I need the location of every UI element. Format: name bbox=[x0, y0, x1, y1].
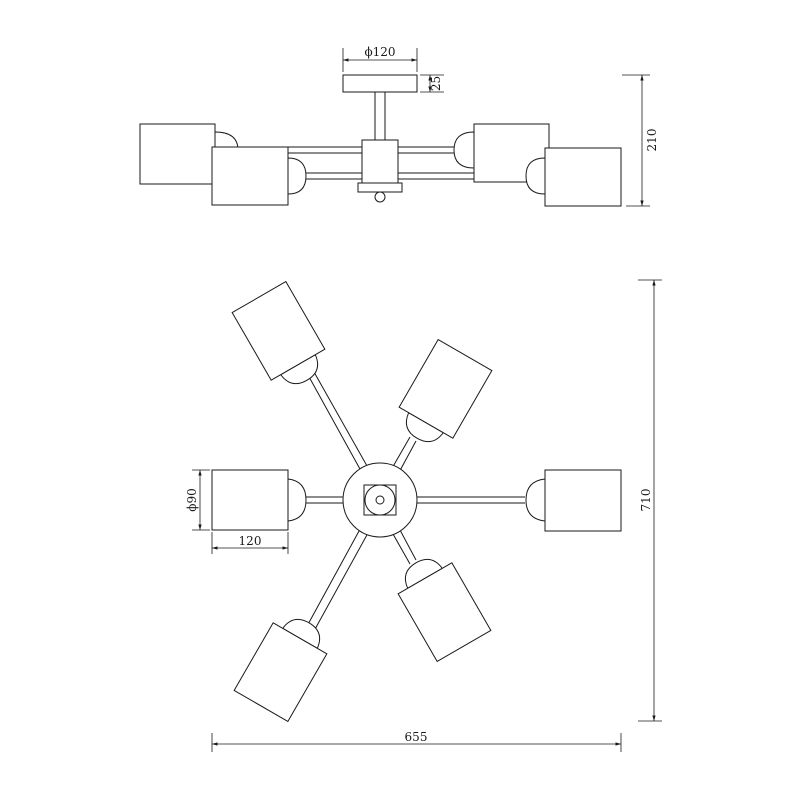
dim-canopy-height: 25 bbox=[420, 74, 444, 93]
plan-shade-lower-left bbox=[233, 618, 328, 723]
side-elevation: ϕ120 25 210 bbox=[139, 45, 659, 207]
plan-shade-lower-right bbox=[397, 558, 492, 663]
finial bbox=[374, 191, 386, 203]
plan-shade-right bbox=[525, 469, 622, 532]
dim-plan-depth: 710 bbox=[638, 279, 662, 722]
plan-shade-left bbox=[211, 469, 307, 531]
canopy bbox=[342, 74, 418, 93]
shade-right-front bbox=[525, 147, 622, 207]
dim-canopy-diameter-label: ϕ120 bbox=[364, 45, 395, 59]
hub-screw bbox=[375, 495, 385, 505]
dim-overall-height-label: 210 bbox=[645, 129, 659, 152]
dim-canopy-height-label: 25 bbox=[429, 76, 443, 91]
plan-shade-upper-left bbox=[231, 280, 326, 385]
shade-left-front bbox=[211, 146, 307, 206]
plan-view: ϕ90 120 710 655 bbox=[185, 279, 662, 752]
plan-shade-upper-right bbox=[398, 338, 493, 443]
hub-cap bbox=[357, 182, 403, 193]
dim-shade-length-label: 120 bbox=[239, 534, 262, 548]
dim-shade-diameter: ϕ90 bbox=[185, 469, 210, 531]
dim-overall-height: 210 bbox=[622, 74, 659, 207]
dim-overall-width: 655 bbox=[211, 730, 622, 752]
dim-shade-length: 120 bbox=[211, 532, 289, 554]
dim-plan-depth-label: 710 bbox=[639, 489, 653, 512]
dim-shade-diameter-label: ϕ90 bbox=[185, 488, 199, 511]
dim-overall-width-label: 655 bbox=[405, 730, 428, 744]
stem bbox=[374, 91, 386, 143]
dim-canopy-diameter: ϕ120 bbox=[342, 45, 418, 72]
